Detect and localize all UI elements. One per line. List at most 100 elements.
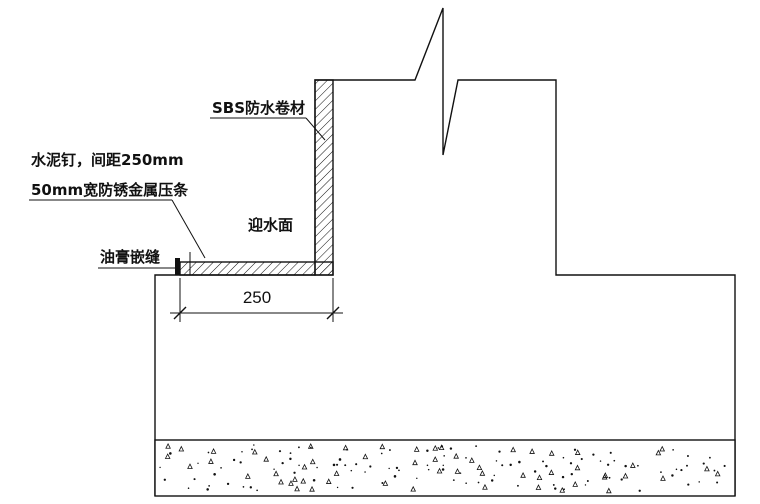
gravel-dot <box>698 481 700 483</box>
gravel-dot <box>380 452 383 455</box>
gravel-aggregate <box>629 462 636 468</box>
gravel-aggregate <box>660 475 666 481</box>
gravel-dot <box>355 463 358 466</box>
gravel-dot <box>672 448 674 451</box>
gravel-dot <box>346 448 348 451</box>
gravel-aggregate <box>278 478 284 485</box>
gravel-aggregate <box>548 469 555 475</box>
gravel-aggregate <box>548 450 555 456</box>
gravel-dot <box>249 486 252 489</box>
gravel-dot <box>239 461 242 464</box>
gravel-aggregate <box>536 474 543 481</box>
dimension-value: 250 <box>243 288 271 307</box>
leader-sbs <box>305 117 326 141</box>
gravel-dot <box>671 474 674 477</box>
label-sbs-membrane: SBS防水卷材 <box>212 99 305 117</box>
gravel-dot <box>253 444 255 446</box>
gravel-dot <box>570 472 573 476</box>
gravel-aggregate <box>288 480 294 486</box>
gravel-dot <box>441 468 445 471</box>
gravel-dot <box>289 452 292 454</box>
gravel-dot <box>493 474 496 477</box>
label-cement-nail: 水泥钉，间距250mm <box>31 151 184 169</box>
gravel-dot <box>437 447 440 449</box>
gravel-dot <box>393 475 397 478</box>
gravel-dot <box>584 484 587 486</box>
gravel-dot <box>344 464 347 467</box>
gravel-dot <box>208 485 210 487</box>
sbs-membrane-vertical <box>314 79 334 276</box>
gravel-aggregate <box>379 443 386 450</box>
gravel-dot <box>364 471 366 473</box>
gravel-dot <box>316 466 318 469</box>
gravel-dot <box>163 478 166 481</box>
gravel-dot <box>169 452 172 455</box>
gravel-aggregate <box>362 453 369 460</box>
gravel-dot <box>580 457 583 461</box>
gravel-dot <box>159 466 161 469</box>
gravel-aggregate <box>622 472 629 479</box>
gravel-aggregate <box>510 446 517 453</box>
gravel-aggregate <box>413 446 420 452</box>
gravel-dot <box>620 478 623 481</box>
gravel-dot <box>241 450 243 453</box>
gravel-dot <box>273 468 275 470</box>
gravel-dot <box>281 461 284 465</box>
gravel-dot <box>443 455 445 457</box>
gravel-dot <box>298 464 300 467</box>
gravel-dot <box>207 451 210 454</box>
gravel-dot <box>310 446 312 449</box>
gravel-aggregate <box>476 464 483 471</box>
gravel-aggregate <box>178 445 185 452</box>
gravel-dot <box>680 468 683 472</box>
gravel-dot <box>381 481 384 485</box>
gravel-aggregate <box>292 476 298 482</box>
gravel-dot <box>426 464 429 467</box>
gravel-dot <box>498 450 501 453</box>
gravel-aggregate <box>300 477 307 484</box>
gravel-aggregate <box>479 470 486 476</box>
gravel-aggregate <box>436 467 443 474</box>
gravel-dot <box>475 445 478 448</box>
gravel-dot <box>298 446 300 449</box>
gravel-dot <box>213 473 216 476</box>
gravel-aggregate <box>659 445 666 452</box>
gravel-dot <box>509 463 512 467</box>
gravel-aggregate <box>210 448 217 454</box>
gravel-dot <box>561 475 565 479</box>
concrete-structure-outline <box>154 7 736 496</box>
gravel-dot <box>533 470 537 473</box>
gravel-dot <box>545 464 548 468</box>
gravel-aggregate <box>704 465 710 472</box>
label-metal-strip: 50mm宽防锈金属压条 <box>31 181 189 199</box>
gravel-dot <box>226 482 230 486</box>
gravel-aggregate <box>164 453 171 459</box>
gravel-dot <box>592 453 595 456</box>
gravel-dot <box>713 469 716 472</box>
gravel-dot <box>338 458 342 461</box>
gravel-dot <box>187 487 190 489</box>
gravel-dot <box>332 463 336 467</box>
gravel-dot <box>350 469 353 472</box>
gravel-aggregate <box>572 481 579 487</box>
gravel-dot <box>586 480 589 482</box>
gravel-speckles <box>159 442 726 494</box>
gravel-dot <box>232 458 236 462</box>
gravel-dot <box>716 481 719 484</box>
gravel-aggregate <box>714 470 721 477</box>
gravel-aggregate <box>251 448 258 455</box>
gravel-aggregate <box>273 470 279 477</box>
gravel-dot <box>289 457 292 461</box>
gravel-dot <box>256 489 258 492</box>
gravel-dot <box>388 449 391 451</box>
gravel-bedding-layer <box>154 439 736 497</box>
gravel-dot <box>477 481 480 484</box>
metal-strip-end <box>175 258 180 275</box>
sbs-membrane-horizontal <box>179 261 334 276</box>
gravel-dot <box>490 479 494 482</box>
gravel-aggregate <box>325 478 332 484</box>
gravel-aggregate <box>601 473 608 480</box>
gravel-dot <box>637 464 639 467</box>
gravel-dot <box>613 459 616 462</box>
